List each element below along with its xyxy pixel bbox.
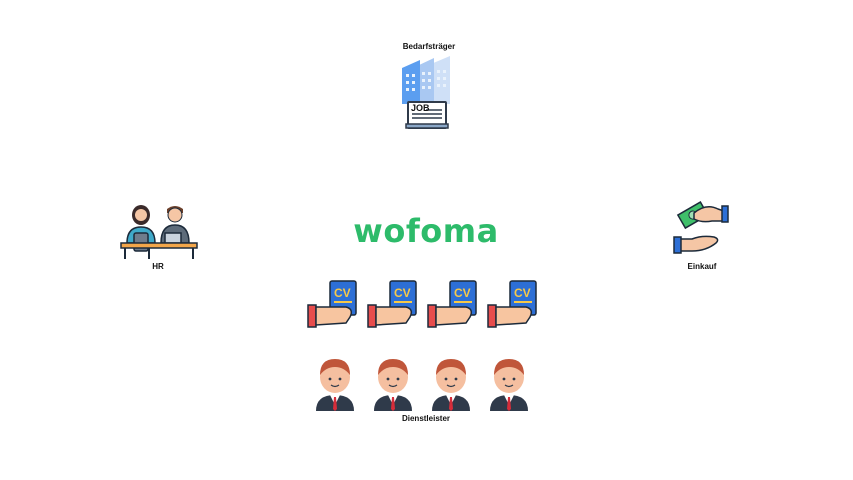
money-handshake-icon — [673, 201, 729, 254]
hand-holding-cv-icon: CV — [307, 280, 357, 328]
businessman-icon — [316, 359, 354, 411]
hr-people-at-desk-icon — [120, 205, 198, 259]
businessman-icon — [432, 359, 470, 411]
businessman-icon — [374, 359, 412, 411]
dienstleister-row — [310, 357, 540, 413]
cv-text: CV — [454, 286, 471, 300]
brand-wordmark: wofoma — [353, 212, 499, 250]
node-label-einkauf: Einkauf — [687, 262, 717, 271]
node-label-dienstleister: Dienstleister — [401, 414, 451, 423]
hand-holding-cv-icon: CV — [487, 280, 537, 328]
cv-text: CV — [334, 286, 351, 300]
job-icon-text: JOB — [411, 103, 430, 113]
node-label-hr: HR — [152, 262, 164, 271]
hand-holding-cv-icon: CV — [427, 280, 477, 328]
cv-text: CV — [394, 286, 411, 300]
cv-text: CV — [514, 286, 531, 300]
businessman-icon — [490, 359, 528, 411]
node-label-bedarfstraeger: Bedarfsträger — [402, 42, 456, 51]
cv-cards-row: CV CV CV CV — [306, 279, 546, 331]
hand-holding-cv-icon: CV — [367, 280, 417, 328]
job-building-icon: JOB — [402, 56, 450, 129]
